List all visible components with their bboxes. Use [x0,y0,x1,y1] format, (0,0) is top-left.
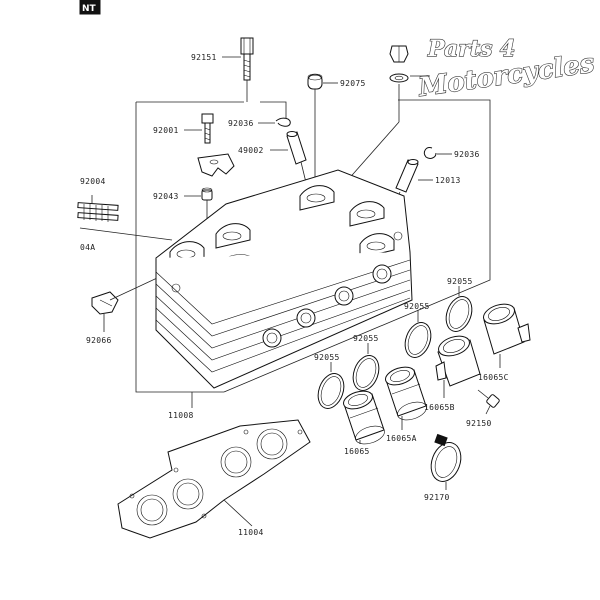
label-16065a: 16065A [386,434,417,443]
label-92055-4: 92055 [447,277,473,286]
o-ring-92055-1 [317,373,345,409]
o-ring-92055-4 [445,296,473,332]
clip-92036-right [423,147,437,159]
assembly-bracket [135,99,491,393]
label-92151: 92151 [191,53,217,62]
label-12013: 12013 [435,176,461,185]
label-92004: 92004 [80,177,106,186]
holder-16065a [385,366,427,430]
corner-logo-text: NT [82,4,97,14]
label-92055-3: 92055 [404,302,430,311]
label-16065c: 16065C [478,373,509,382]
label-16065: 16065 [344,447,370,456]
label-04a: 04A [80,243,95,252]
clamp-92170 [430,433,462,490]
o-ring-92055-3 [404,322,432,358]
label-92055-2: 92055 [353,334,379,343]
label-92036-right: 92036 [454,150,480,159]
corner-logo-mark: NT [79,0,101,15]
label-49002: 49002 [238,146,264,155]
label-92170: 92170 [424,493,450,502]
head-gasket-11004 [117,419,311,539]
label-92001: 92001 [153,126,179,135]
label-92043: 92043 [153,192,179,201]
holder-16065c [483,303,531,368]
label-92036-left: 92036 [228,119,254,128]
label-92075: 92075 [340,79,366,88]
holder-16065b [435,335,481,398]
label-92150: 92150 [466,419,492,428]
cylinder-head-11008 [155,169,413,389]
screw-92150 [477,389,500,415]
bolt-92151 [240,37,254,102]
label-11004: 11004 [238,528,264,537]
bolt-92001 [201,113,214,144]
label-16065b: 16065B [424,403,455,412]
label-92055-1: 92055 [314,353,340,362]
label-92066: 92066 [86,336,112,345]
watermark-line-1: Parts 4 [427,36,515,62]
label-11008: 11008 [168,411,194,420]
stud-92004 [77,195,173,241]
o-ring-92055-2 [352,355,380,391]
cap-92066 [91,271,171,332]
cap-92043 [197,153,235,228]
cap-nut-and-washer [345,45,430,183]
holder-16065 [343,390,385,445]
parts4motorcycles-watermark: Parts 4 Motorcycles [415,35,597,103]
clip-92036-left [275,117,291,127]
